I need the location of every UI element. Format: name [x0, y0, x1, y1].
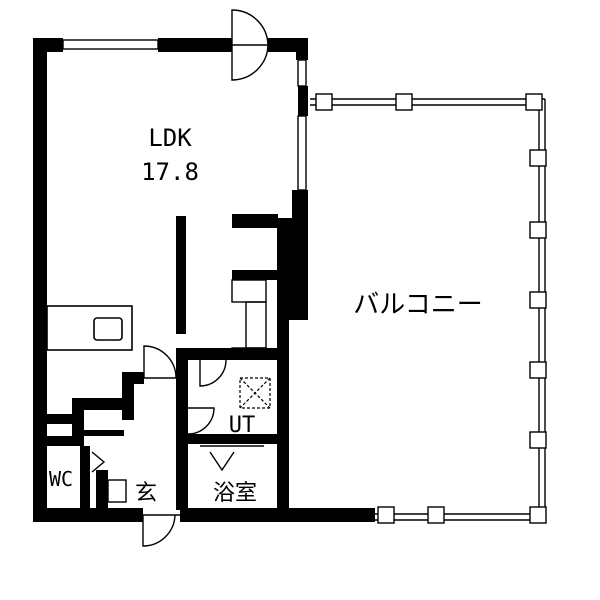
window-icon — [62, 39, 307, 191]
kitchen-fridge — [231, 279, 267, 351]
balcony-label: バルコニー — [353, 290, 482, 320]
bathroom-label: 浴室 — [213, 481, 257, 506]
utility-label: UT — [229, 413, 256, 438]
walls — [33, 38, 375, 522]
washer-icon — [239, 377, 271, 409]
kitchen-sink-icon — [93, 317, 123, 341]
entrance-label: 玄 — [135, 481, 157, 506]
ldk-label: LDK — [148, 124, 192, 152]
toilet-label: WC — [49, 467, 73, 491]
ldk-size: 17.8 — [141, 158, 199, 186]
kitchen-counter — [46, 305, 133, 351]
door-swing-icon — [91, 9, 269, 547]
